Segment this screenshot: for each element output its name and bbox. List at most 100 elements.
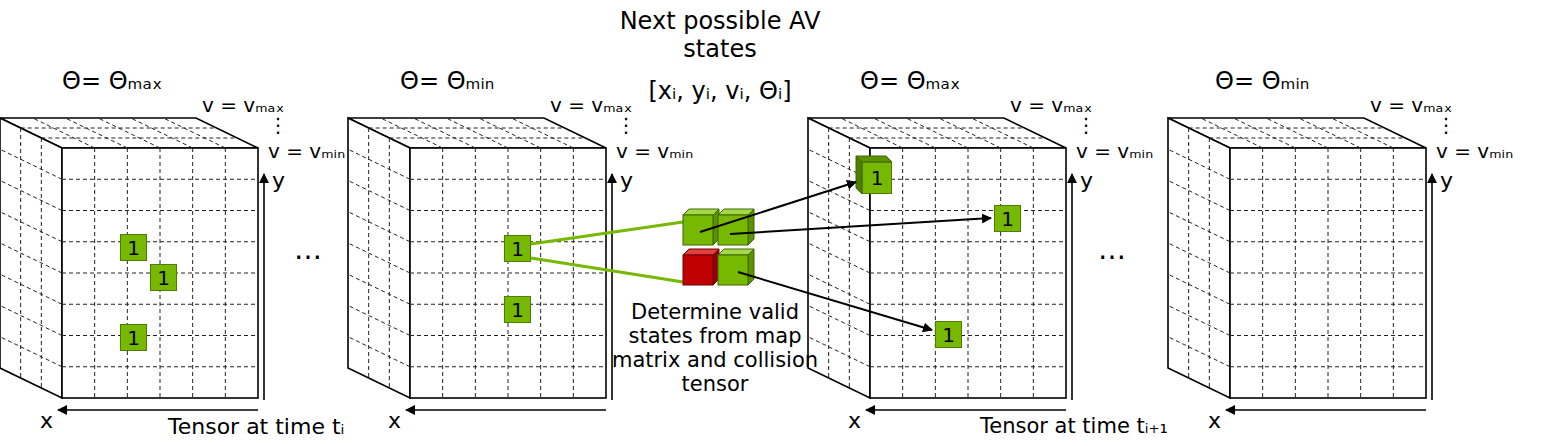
tensor-cube [808,118,1072,410]
x-axis-arrow [866,409,1066,411]
y-axis-arrow [263,174,265,400]
axis-label: x [40,408,53,433]
grid-line [906,118,968,148]
grid-line [1209,138,1210,388]
grid-line [1233,118,1295,148]
grid-line [348,149,410,179]
cube-front-face [410,148,606,398]
grid-line [348,274,410,304]
cell-value: 1 [871,168,884,188]
grid-line [131,118,193,148]
tensor-slice: Θ= Θₘₐₓ111 [0,60,360,405]
grid-line [446,118,508,148]
occupied-cell: 1 [150,264,177,291]
grid-line [65,118,127,148]
grid-line [33,118,95,148]
grid-line [62,366,258,367]
grid-line [62,335,258,336]
grid-line [410,210,606,211]
y-axis-arrow [1071,174,1073,400]
grid-line [442,148,443,398]
cube-front-face [1230,148,1426,398]
grid-line [348,181,410,211]
x-axis-arrow [406,409,606,411]
grid-line [870,335,1066,336]
grid-line [1168,337,1230,367]
grid-line [1168,243,1230,273]
grid-line [21,128,217,129]
grid-line [20,128,21,378]
axis-label: y [272,168,285,193]
occupied-cell: 1 [120,234,147,261]
grid-line [41,138,42,388]
grid-line [62,241,258,242]
transition-arrow [730,218,991,234]
state-vector: [xᵢ, yᵢ, vᵢ, Θᵢ] [610,78,830,106]
grid-line [870,241,1066,242]
grid-line [410,179,606,180]
grid-line [369,128,565,129]
grid-line [829,128,1025,129]
grid-line [0,243,62,273]
occupied-cell: 1 [994,205,1021,232]
grid-line [1209,138,1405,139]
grid-line [389,138,585,139]
occupied-cell: 1 [504,235,531,262]
grid-line [0,212,62,242]
grid-line [62,179,258,180]
grid-line [808,274,870,304]
grid-line [1201,118,1263,148]
occupied-cell: 1 [504,296,531,323]
theta-heading: Θ= Θₘᵢₙ [400,68,494,96]
occupied-cell: 1 [935,321,962,348]
grid-line [808,243,870,273]
grid-line [348,243,410,273]
grid-line [870,304,1066,305]
grid-line [192,148,193,398]
grid-line [410,335,606,336]
cell-value: 1 [127,328,140,348]
tensor-cubes [0,118,1432,410]
tensor-slice: Θ= Θₘᵢₙ [1168,60,1528,405]
grid-line [870,366,1066,367]
ellipsis-vertical: ⋮ [1436,114,1456,137]
grid-line [0,274,62,304]
cell-value: 1 [511,239,524,259]
axis-label: x [848,408,861,433]
time-caption: Tensor at time tᵢ₊₁ [980,414,1168,438]
grid-line [1168,274,1230,304]
grid-line [1230,366,1426,367]
annotation-title: Next possible AV states [610,8,830,63]
grid-line [0,306,62,336]
grid-line [540,148,541,398]
grid-line [1168,149,1230,179]
ellipsis: … [294,234,322,266]
grid-line [808,306,870,336]
cell-value: 1 [511,300,524,320]
ellipsis-vertical: ⋮ [1076,114,1096,137]
occupied-cell: 1 [120,324,147,351]
grid-line [98,118,160,148]
grid-line [1299,118,1361,148]
grid-line [1230,241,1426,242]
grid-line [1230,335,1426,336]
grid-line [1189,128,1385,129]
y-axis-arrow [1431,174,1433,400]
x-axis-arrow [1226,409,1426,411]
grid-line [0,181,62,211]
grid-line [849,138,850,388]
grid-line [0,149,62,179]
grid-line [841,118,903,148]
cell-value: 1 [942,325,955,345]
grid-line [1230,210,1426,211]
tensor-cube [1168,118,1432,410]
theta-heading: Θ= Θₘₐₓ [860,68,961,96]
candidate-state-cube [718,209,754,245]
grid-line [1168,212,1230,242]
axis-label: y [1080,168,1093,193]
cube-side-face [348,118,410,398]
grid-line [368,128,369,378]
axis-label: x [1208,408,1221,433]
